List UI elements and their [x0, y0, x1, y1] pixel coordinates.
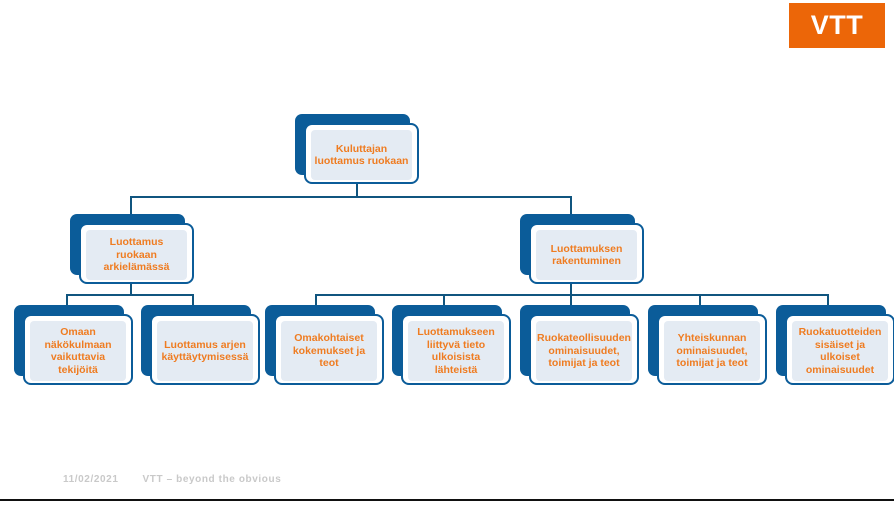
connector-drop-leaf-5: [570, 294, 572, 308]
connector-drop-l2-left: [130, 196, 132, 215]
node-label: Yhteiskunnan ominaisuudet, toimijat ja t…: [676, 332, 748, 370]
footer-tagline: VTT – beyond the obvious: [142, 474, 282, 485]
node-card: Luottamuksen rakentuminen: [529, 223, 644, 284]
connector-level1-bus: [130, 196, 572, 198]
node-panel: Ruokatuotteiden sisäiset ja ulkoiset omi…: [792, 321, 888, 381]
connector-drop-l2-right: [570, 196, 572, 215]
node-label: Luottamukseen liittyvä tieto ulkoisista …: [417, 326, 495, 376]
node-label: Kuluttajan luottamus ruokaan: [314, 142, 409, 168]
slide-footer: 11/02/2021 VTT – beyond the obvious: [63, 474, 281, 485]
connector-drop-leaf-1: [66, 294, 68, 308]
connector-root-stem: [356, 184, 358, 197]
node-card: Yhteiskunnan ominaisuudet, toimijat ja t…: [657, 314, 767, 385]
node-label: Omakohtaiset kokemukset ja teot: [292, 332, 366, 370]
footer-date: 11/02/2021: [63, 474, 119, 485]
node-card: Ruokateollisuuden ominaisuudet, toimijat…: [529, 314, 639, 385]
vtt-logo: VTT: [789, 3, 885, 48]
node-panel: Yhteiskunnan ominaisuudet, toimijat ja t…: [664, 321, 760, 381]
node-label: Ruokateollisuuden ominaisuudet, toimijat…: [537, 332, 631, 370]
node-panel: Omakohtaiset kokemukset ja teot: [281, 321, 377, 381]
node-label: Luottamuksen rakentuminen: [550, 242, 623, 268]
node-card: Luottamus arjen käyttäytymisessä: [150, 314, 260, 385]
node-card: Omakohtaiset kokemukset ja teot: [274, 314, 384, 385]
connector-l2-right-stem: [570, 284, 572, 295]
bottom-rule: [0, 499, 894, 501]
node-ruokateollisuuden-ominaisuudet-toimijat-ja-teot[interactable]: Ruokateollisuuden ominaisuudet, toimijat…: [520, 305, 639, 385]
connector-l2-left-stem: [130, 284, 132, 295]
connector-l2-right-bus: [315, 294, 829, 296]
node-luottamus-ruokaan-arkielamassa[interactable]: Luottamus ruokaan arkielämässä: [70, 214, 194, 284]
node-ruokatuotteiden-sisaiset-ja-ulkoiset-ominaisuudet[interactable]: Ruokatuotteiden sisäiset ja ulkoiset omi…: [776, 305, 894, 385]
connector-drop-leaf-4: [443, 294, 445, 308]
connector-drop-leaf-6: [699, 294, 701, 308]
node-card: Kuluttajan luottamus ruokaan: [304, 123, 419, 184]
node-label: Ruokatuotteiden sisäiset ja ulkoiset omi…: [798, 326, 882, 376]
connector-l2-left-bus: [66, 294, 194, 296]
node-omakohtaiset-kokemukset-ja-teot[interactable]: Omakohtaiset kokemukset ja teot: [265, 305, 384, 385]
vtt-wordmark: VTT: [810, 10, 864, 40]
node-luottamuksen-rakentuminen[interactable]: Luottamuksen rakentuminen: [520, 214, 644, 284]
node-label: Omaan näkökulmaan vaikuttavia tekijöitä: [44, 326, 112, 376]
node-panel: Kuluttajan luottamus ruokaan: [311, 130, 412, 180]
connector-drop-leaf-2: [192, 294, 194, 308]
node-panel: Ruokateollisuuden ominaisuudet, toimijat…: [536, 321, 632, 381]
connector-drop-leaf-3: [315, 294, 317, 308]
node-omaan-nakokulmaan-vaikuttavia-tekijoita[interactable]: Omaan näkökulmaan vaikuttavia tekijöitä: [14, 305, 133, 385]
node-panel: Omaan näkökulmaan vaikuttavia tekijöitä: [30, 321, 126, 381]
node-yhteiskunnan-ominaisuudet-toimijat-ja-teot[interactable]: Yhteiskunnan ominaisuudet, toimijat ja t…: [648, 305, 767, 385]
node-luottamus-arjen-kayttaytymisessa[interactable]: Luottamus arjen käyttäytymisessä: [141, 305, 260, 385]
node-label: Luottamus ruokaan arkielämässä: [103, 236, 170, 274]
node-card: Ruokatuotteiden sisäiset ja ulkoiset omi…: [785, 314, 894, 385]
node-label: Luottamus arjen käyttäytymisessä: [161, 338, 249, 364]
node-panel: Luottamukseen liittyvä tieto ulkoisista …: [408, 321, 504, 381]
node-panel: Luottamuksen rakentuminen: [536, 230, 637, 280]
node-panel: Luottamus arjen käyttäytymisessä: [157, 321, 253, 381]
node-panel: Luottamus ruokaan arkielämässä: [86, 230, 187, 280]
node-root-kuluttajan-luottamus[interactable]: Kuluttajan luottamus ruokaan: [295, 114, 419, 184]
node-card: Luottamus ruokaan arkielämässä: [79, 223, 194, 284]
node-card: Omaan näkökulmaan vaikuttavia tekijöitä: [23, 314, 133, 385]
node-luottamukseen-liittyva-tieto-ulkoisista-lahteista[interactable]: Luottamukseen liittyvä tieto ulkoisista …: [392, 305, 511, 385]
node-card: Luottamukseen liittyvä tieto ulkoisista …: [401, 314, 511, 385]
connector-drop-leaf-7: [827, 294, 829, 308]
